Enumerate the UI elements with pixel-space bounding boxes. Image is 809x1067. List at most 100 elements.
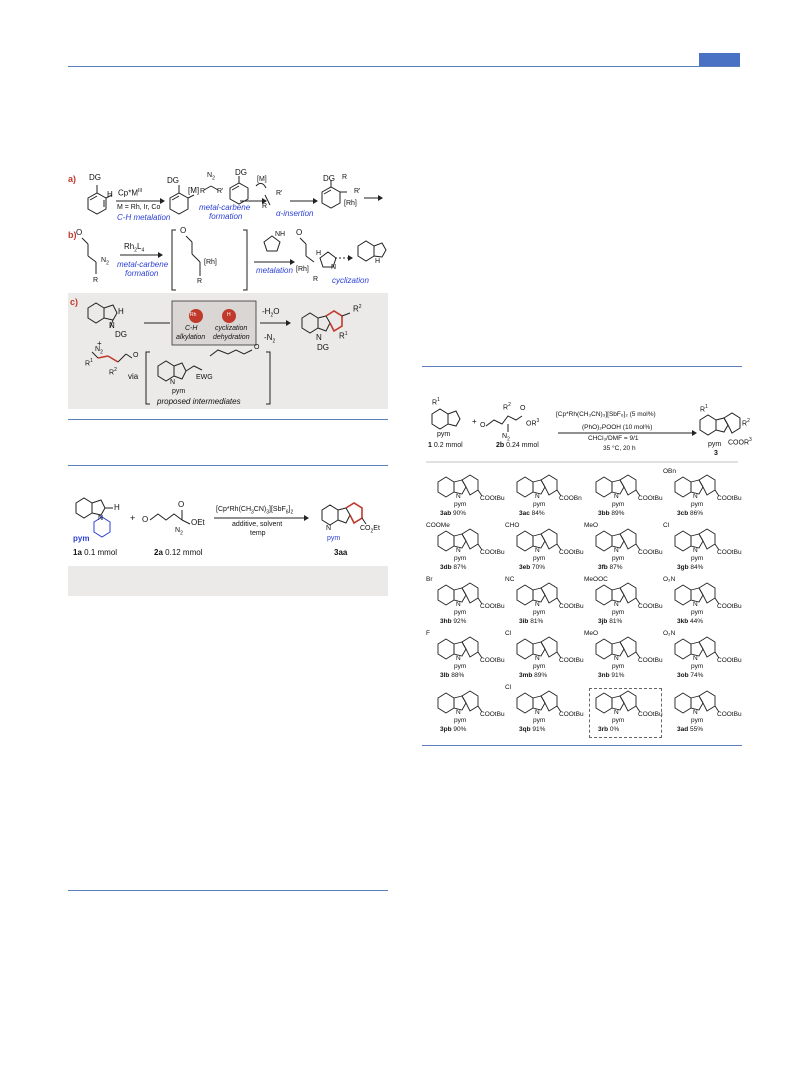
product-substituent: Cl xyxy=(505,630,512,637)
product-ester: COOtBu xyxy=(559,657,584,664)
carbazole-structure xyxy=(595,582,641,606)
scheme1-c-rh-ball-label: Rh xyxy=(190,312,197,318)
product-ester: COOtBu xyxy=(480,603,505,610)
product-ester: COOtBu xyxy=(717,549,742,556)
product-substituent: Cl xyxy=(663,522,670,529)
scheme1-a-r5: R xyxy=(342,174,348,181)
scheme1-c-step1a: C-H xyxy=(185,325,198,332)
scheme1-b-intermediate xyxy=(299,237,337,268)
scheme2-1a: 1a 0.1 mmol xyxy=(73,548,118,557)
scheme1-a-step1: C-H metalation xyxy=(117,213,171,222)
product-label: 3fb 87% xyxy=(598,564,623,571)
product-n: N xyxy=(535,601,540,608)
product-ester: COOtBu xyxy=(638,495,663,502)
scheme3-n2: N2 xyxy=(502,433,510,443)
carbazole-structure xyxy=(674,582,720,606)
product-n: N xyxy=(693,493,698,500)
product-n: N xyxy=(456,709,461,716)
product-label: 3pb 90% xyxy=(440,726,467,733)
scheme1-c-dg: DG xyxy=(115,330,127,339)
carbazole-structure xyxy=(516,474,562,498)
scheme1-b-h2: H xyxy=(375,258,381,265)
product-pym: pym xyxy=(691,663,704,670)
product-n: N xyxy=(693,601,698,608)
product-substituent: MeO xyxy=(584,522,599,529)
scheme3-r2: R2 xyxy=(503,402,511,412)
scheme1-b-rh: [Rh] xyxy=(204,259,217,266)
product-label: 3jb 81% xyxy=(598,618,623,625)
product-n: N xyxy=(535,547,540,554)
product-pym: pym xyxy=(454,501,467,508)
scheme1-c-product-n: N xyxy=(316,333,322,342)
product-substituent: MeOOC xyxy=(584,576,608,583)
scheme1-b-step1a: metal-carbene xyxy=(117,260,169,269)
product-ester: COOtBu xyxy=(717,657,742,664)
product-label: 3ad 55% xyxy=(677,726,704,733)
scheme1-c-r1: R1 xyxy=(85,358,93,368)
product-label: 3ab 90% xyxy=(440,510,467,517)
product-label: 3qb 91% xyxy=(519,726,546,733)
scheme1-c-proposed: proposed intermediates xyxy=(157,397,241,406)
scheme1-b-o2: O xyxy=(180,226,187,235)
scheme1-a-metals: M = Rh, Ir, Co xyxy=(117,204,161,211)
carbazole-structure xyxy=(437,528,483,552)
scheme3-r1: R1 xyxy=(432,397,440,407)
product-substituent: CHO xyxy=(505,522,520,529)
product-pym: pym xyxy=(533,555,546,562)
scheme2-product-pym: pym xyxy=(327,535,341,542)
scheme3-or3: OR3 xyxy=(526,418,540,428)
scheme1-a-benzene-3 xyxy=(229,176,249,205)
product-pym: pym xyxy=(533,717,546,724)
carbazole-structure xyxy=(437,582,483,606)
scheme1-b-enal xyxy=(81,237,97,274)
product-n: N xyxy=(456,601,461,608)
scheme3-product-3 xyxy=(699,412,741,436)
product-pym: pym xyxy=(533,609,546,616)
scheme3-top-rule xyxy=(422,366,742,367)
scheme2-bottom-rule xyxy=(68,890,388,891)
scheme1-c-product-r2: R2 xyxy=(353,304,362,314)
scheme1-c-h: H xyxy=(118,307,124,316)
product-n: N xyxy=(535,493,540,500)
scheme1-c-minus-h2o: -H2O xyxy=(262,307,280,319)
carbazole-structure xyxy=(516,636,562,660)
scheme1-b-n: N xyxy=(331,264,337,271)
scheme3-2b: 2b 0.24 mmol xyxy=(496,442,539,449)
scheme1-a-r: R xyxy=(200,188,206,195)
product-substituent: F xyxy=(426,630,430,637)
product-pym: pym xyxy=(691,555,704,562)
product-ester: COOtBu xyxy=(480,657,505,664)
product-pym: pym xyxy=(612,501,625,508)
scheme2-o: O xyxy=(142,515,149,524)
scheme1-b-h: H xyxy=(316,250,322,257)
scheme3-bottom-rule xyxy=(422,745,742,746)
product-n: N xyxy=(614,547,619,554)
scheme1-a-r2: R' xyxy=(217,188,224,195)
scheme1-b-label: b) xyxy=(68,230,77,240)
scheme3-o2: O xyxy=(520,405,526,412)
carbazole-structure xyxy=(595,528,641,552)
product-pym: pym xyxy=(612,663,625,670)
scheme1-a-m: [M] xyxy=(188,186,200,195)
scheme2-h: H xyxy=(114,503,120,512)
scheme2-product-n: N xyxy=(326,525,332,532)
product-n: N xyxy=(456,493,461,500)
product-label: 3db 87% xyxy=(440,564,467,571)
scheme3-o: O xyxy=(480,422,486,429)
scheme3-1: 1 0.2 mmol xyxy=(428,442,463,449)
product-pym: pym xyxy=(454,555,467,562)
scheme1-c-plus: + xyxy=(97,339,102,348)
product-label: 3gb 84% xyxy=(677,564,704,571)
carbazole-structure xyxy=(595,690,641,714)
carbazole-structure xyxy=(437,474,483,498)
product-n: N xyxy=(614,493,619,500)
product-n: N xyxy=(535,655,540,662)
